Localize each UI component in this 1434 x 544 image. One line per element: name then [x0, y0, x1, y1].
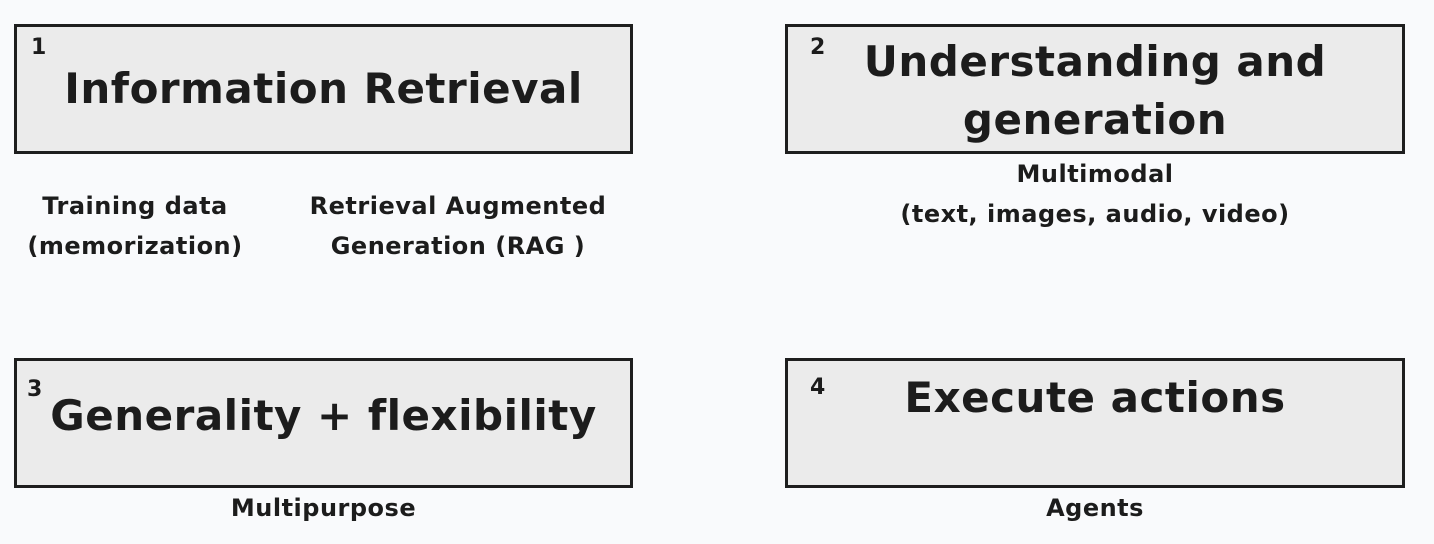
caption-line: Training data	[42, 192, 228, 220]
box-title-line: Understanding and	[863, 37, 1327, 86]
caption-rag: Retrieval Augmented Generation (RAG )	[283, 186, 633, 266]
box-title-line: Information Retrieval	[64, 64, 583, 113]
box-generality-flexibility: 3 Generality + flexibility	[14, 358, 633, 488]
caption-line: Retrieval Augmented	[309, 192, 607, 220]
box-number: 3	[27, 377, 43, 402]
caption-line: (memorization)	[27, 232, 243, 260]
box-execute-actions: 4 Execute actions	[785, 358, 1405, 488]
caption-line: Generation (RAG )	[330, 232, 586, 260]
box-information-retrieval: 1 Information Retrieval	[14, 24, 633, 154]
box-title-line: generation	[962, 95, 1228, 144]
box-number: 2	[810, 35, 826, 60]
box-title: Information Retrieval	[17, 60, 630, 118]
caption-multipurpose: Multipurpose	[14, 488, 633, 528]
caption-line: (text, images, audio, video)	[900, 200, 1290, 228]
box-title: Understanding and generation	[788, 33, 1402, 149]
caption-line: Agents	[1046, 494, 1144, 522]
caption-multimodal: Multimodal (text, images, audio, video)	[785, 154, 1405, 234]
box-title-line: Execute actions	[904, 373, 1286, 422]
caption-line: Multipurpose	[230, 494, 417, 522]
box-understanding-and-generation: 2 Understanding and generation	[785, 24, 1405, 154]
caption-agents: Agents	[785, 488, 1405, 528]
box-title: Execute actions	[788, 369, 1402, 427]
box-number: 4	[810, 375, 826, 400]
box-title-line: Generality + flexibility	[50, 391, 597, 440]
caption-training-data: Training data (memorization)	[10, 186, 260, 266]
caption-line: Multimodal	[1016, 160, 1174, 188]
box-title: Generality + flexibility	[17, 387, 630, 445]
box-number: 1	[31, 35, 47, 60]
